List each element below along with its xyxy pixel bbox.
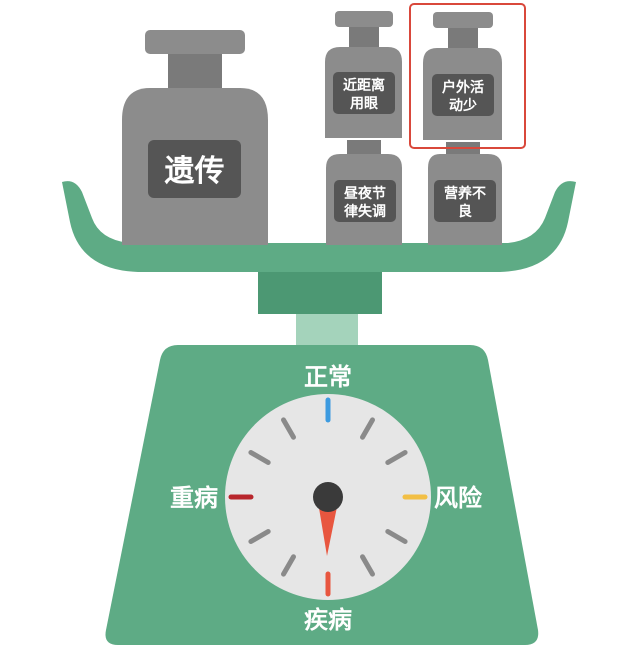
weight-near-work: 近距离 用眼 bbox=[325, 11, 402, 138]
scale-tray bbox=[62, 181, 576, 272]
weight-near-work-line1: 近距离 bbox=[343, 77, 385, 94]
dial-label-severe: 重病 bbox=[170, 484, 218, 512]
weight-outdoor: 户外活 动少 bbox=[423, 12, 502, 140]
weight-nutrition: 营养不 良 bbox=[428, 142, 502, 245]
highlight-box bbox=[409, 3, 526, 149]
dial-minor-ticks bbox=[248, 417, 408, 577]
dial-label-disease: 疾病 bbox=[304, 606, 352, 634]
weight-genetics-label: 遗传 bbox=[165, 154, 225, 189]
weight-outdoor-line2: 动少 bbox=[449, 97, 477, 114]
dial-label-normal: 正常 bbox=[304, 363, 352, 391]
weight-circadian-line1: 昼夜节 bbox=[344, 185, 386, 202]
dial-label-risk: 风险 bbox=[434, 484, 483, 512]
dial-hub bbox=[313, 482, 343, 512]
weight-nutrition-line1: 营养不 bbox=[444, 185, 486, 202]
weight-circadian-line2: 律失调 bbox=[344, 203, 386, 220]
weight-genetics: 遗传 bbox=[122, 30, 268, 245]
weight-near-work-line2: 用眼 bbox=[350, 96, 378, 112]
weight-circadian: 昼夜节 律失调 bbox=[326, 140, 402, 245]
weight-nutrition-line2: 良 bbox=[458, 203, 472, 220]
dial-needle bbox=[318, 502, 338, 556]
weight-outdoor-line1: 户外活 bbox=[442, 79, 484, 96]
